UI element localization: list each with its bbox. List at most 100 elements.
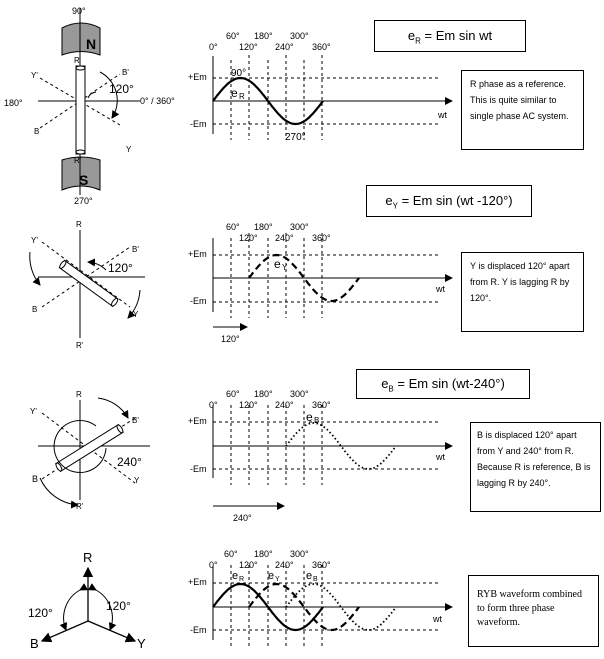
- y-prime-label-2: Y': [31, 236, 38, 245]
- tick-60: 60°: [226, 31, 240, 41]
- sine-r-curve: [212, 76, 324, 126]
- rotation-240-label: 240°: [117, 455, 142, 469]
- eb-sub: B: [314, 416, 319, 425]
- coil-body: [75, 65, 86, 155]
- tick-120-3: 120°: [239, 400, 258, 410]
- phasor-3: 240° R R' Y' Y B B': [30, 390, 150, 511]
- y-label-2: Y: [133, 310, 139, 319]
- sine-b-curve: [285, 422, 397, 470]
- pole-s-label: S: [79, 172, 88, 188]
- rotation-120-label: 120°: [109, 82, 134, 96]
- waveform-3: +Em -Em wt 60° 180° 300° 0° 120° 240° 36…: [188, 389, 453, 523]
- y-prime-label-3: Y': [30, 407, 37, 416]
- tick-120-4: 120°: [239, 560, 258, 570]
- tick-240-4: 240°: [275, 560, 294, 570]
- tick-180: 180°: [254, 31, 273, 41]
- b-prime-label-3: B': [132, 416, 139, 425]
- y-prime-label: Y': [31, 71, 38, 80]
- r-label: R: [74, 56, 80, 65]
- ey-label: e: [274, 257, 281, 271]
- pos-em-label: +Em: [188, 72, 207, 82]
- eq3-rest: = Em sin (wt-240°): [393, 376, 505, 391]
- wt-label: wt: [437, 110, 447, 120]
- waveform-1: +Em -Em wt 60° 180° 300° 0° 120° 240° 36…: [188, 31, 453, 143]
- note-ryb: RYB waveform combined to form three phas…: [468, 575, 599, 647]
- waveform-4: +Em -Em wt 60° 180° 300° 0° 120° 240° 36…: [188, 549, 453, 648]
- wt-label-3: wt: [435, 452, 445, 462]
- b-label-4: B: [30, 636, 39, 651]
- ey-sub: Y: [282, 263, 288, 272]
- phasor-1: N S 90° 270° 180° 0° / 360° 120° R R' Y'…: [4, 6, 175, 206]
- tick-60-4: 60°: [224, 549, 238, 559]
- neg-em-label: -Em: [190, 119, 207, 129]
- wt-label-4: wt: [432, 614, 442, 624]
- ey-sub-4: Y: [275, 576, 280, 583]
- tick-180-4: 180°: [254, 549, 273, 559]
- b-prime-label-2: B': [132, 245, 139, 254]
- note-b: B is displaced 120° apart from Y and 240…: [470, 422, 601, 512]
- phasor-4: R Y B 120° 120°: [28, 550, 146, 651]
- b-label: B: [34, 127, 39, 136]
- er-sub-4: R: [239, 576, 244, 583]
- wt-label-2: wt: [435, 284, 445, 294]
- eq2-sub: Y: [392, 201, 398, 211]
- er-label-4: e: [232, 570, 238, 582]
- waveform-2: +Em -Em wt 60° 180° 300° 120° 240° 360° …: [188, 222, 453, 344]
- tick-180-2: 180°: [254, 222, 273, 232]
- tick-0: 0°: [209, 42, 218, 52]
- tick-0-4: 0°: [209, 560, 218, 570]
- r-label-4: R: [83, 550, 92, 565]
- r-label-2: R: [76, 220, 82, 229]
- neg-em-label-4: -Em: [190, 625, 207, 635]
- r-label-3: R: [76, 390, 82, 399]
- b-prime-label: B': [122, 68, 129, 77]
- r-prime-label: R': [74, 156, 82, 165]
- grid-1: [213, 55, 440, 140]
- coil-3: [54, 423, 124, 473]
- neg-em-label-2: -Em: [190, 296, 207, 306]
- trough-270-label: 270°: [285, 132, 306, 143]
- tick-360-4: 360°: [312, 560, 331, 570]
- tick-120: 120°: [239, 42, 258, 52]
- peak-90-label: 90°: [231, 68, 246, 79]
- tick-180-3: 180°: [254, 389, 273, 399]
- tick-60-3: 60°: [226, 389, 240, 399]
- angle-0-360-label: 0° / 360°: [140, 96, 175, 106]
- neg-em-label-3: -Em: [190, 464, 207, 474]
- angle-180-label: 180°: [4, 98, 23, 108]
- equation-ey: eY = Em sin (wt -120°): [366, 185, 532, 217]
- eb-label: e: [306, 410, 313, 424]
- r-prime-label-2: R': [76, 341, 84, 350]
- angle-left-label: 120°: [28, 606, 53, 620]
- rotation-arrow: [99, 71, 120, 119]
- y-label-3: Y: [134, 476, 140, 485]
- pos-em-label-3: +Em: [188, 416, 207, 426]
- south-pole: [61, 156, 101, 191]
- equation-er: eR = Em sin wt: [374, 20, 526, 52]
- ey-label-4: e: [268, 570, 274, 582]
- eq2-rest: = Em sin (wt -120°): [397, 193, 513, 208]
- er-label: e: [231, 86, 238, 100]
- tick-240-3: 240°: [275, 400, 294, 410]
- tick-300: 300°: [290, 31, 309, 41]
- pole-n-label: N: [86, 36, 96, 52]
- tick-360-3: 360°: [312, 400, 331, 410]
- sine-y-curve: [248, 253, 360, 303]
- b-label-2: B: [32, 305, 37, 314]
- eq1-rest: = Em sin wt: [420, 28, 493, 43]
- rotation-120-label-2: 120°: [108, 261, 133, 275]
- r-prime-label-3: R': [76, 502, 84, 511]
- sine-r-combined: [212, 582, 324, 632]
- eb-label-4: e: [306, 570, 312, 582]
- eq3-sub: B: [388, 384, 394, 394]
- b-phasor: [40, 620, 89, 643]
- tick-240: 240°: [275, 42, 294, 52]
- angle-90-label: 90°: [72, 6, 86, 16]
- shift-240-label: 240°: [233, 513, 252, 523]
- eq1-base: e: [407, 28, 416, 43]
- note-y: Y is displaced 120° apart from R. Y is l…: [461, 252, 584, 332]
- eq3-base: e: [381, 376, 389, 391]
- er-sub: R: [239, 92, 245, 101]
- y-label-4: Y: [137, 636, 146, 651]
